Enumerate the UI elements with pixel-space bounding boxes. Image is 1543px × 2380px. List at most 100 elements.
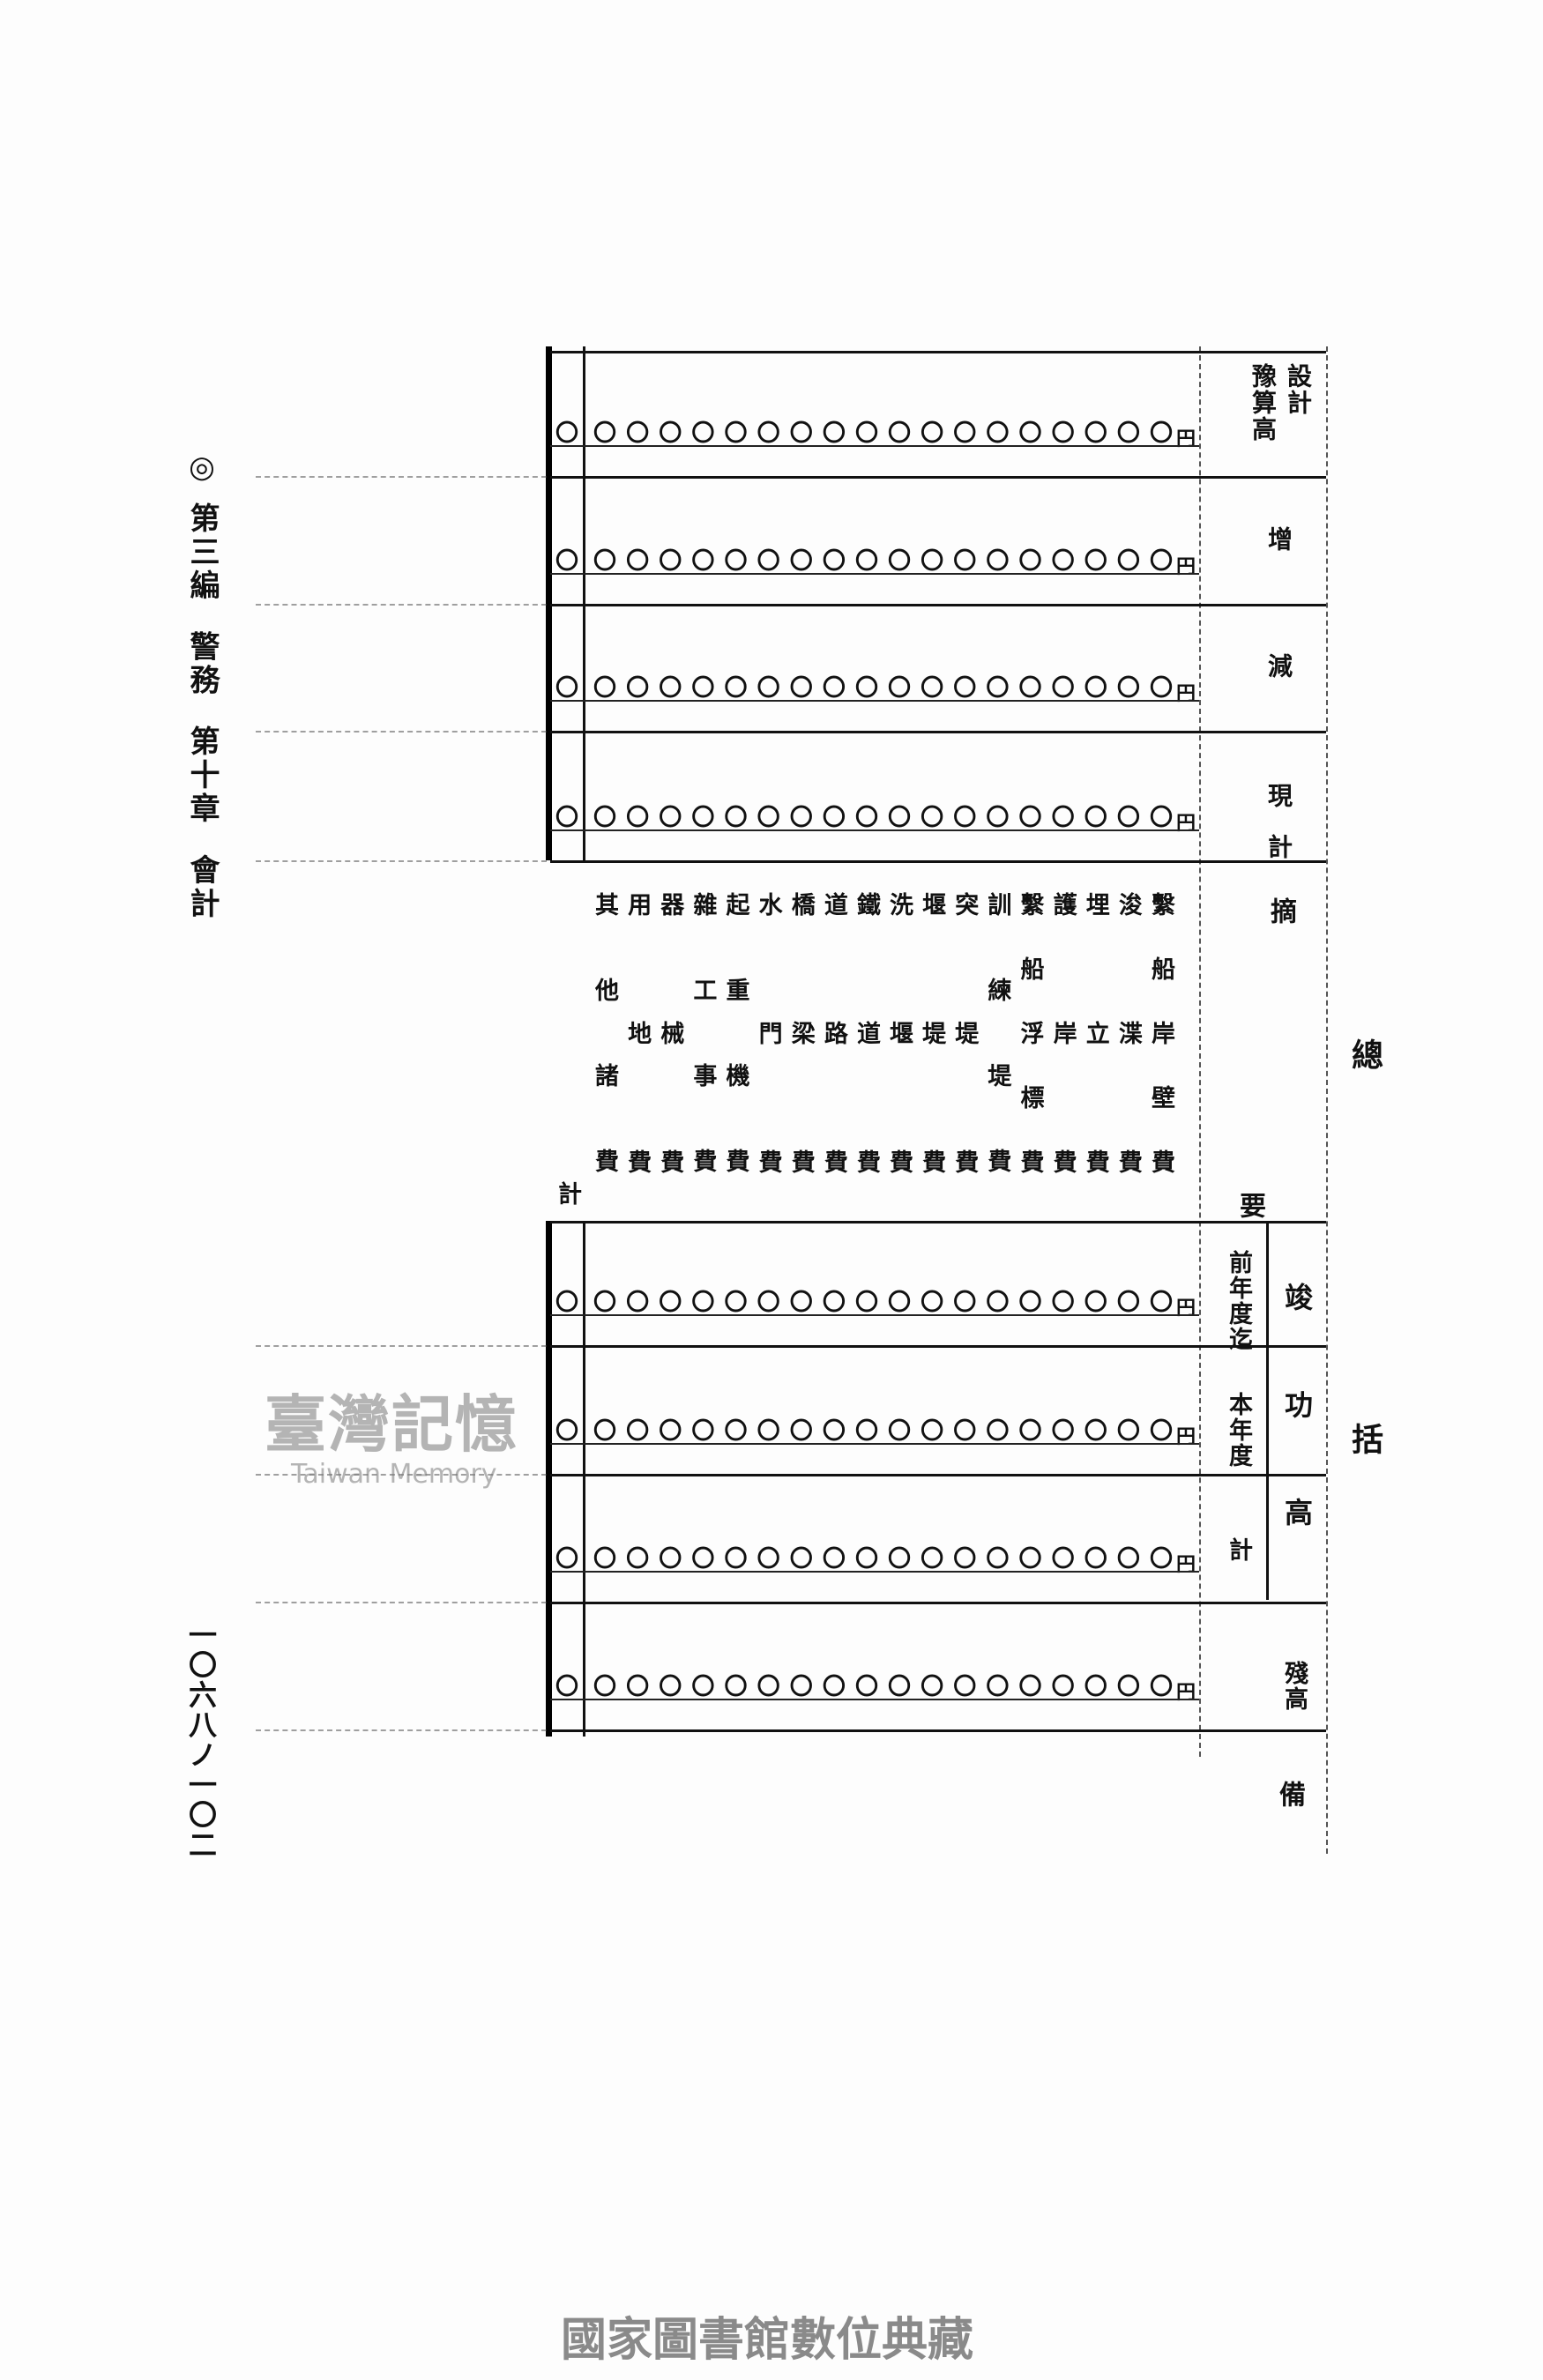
completed-row-2-value-16: 〇: [659, 1418, 682, 1445]
completed-row-2-value-12: 〇: [789, 1418, 813, 1445]
item-label-18: 其他諸費: [591, 892, 618, 1234]
item-label-10: 鐵道費: [852, 892, 880, 1278]
plan-row-3-value-8: 〇: [921, 675, 944, 702]
item-label-1: 繫船岸壁費: [1147, 892, 1174, 1214]
item-label-2: 浚渫費: [1114, 892, 1142, 1278]
completed-row-3-value-17: 〇: [626, 1546, 650, 1573]
completed-row-2-value-15: 〇: [691, 1418, 715, 1445]
plan-row-1-value-14: 〇: [724, 420, 748, 447]
item-label-8: 堰堤費: [918, 892, 946, 1278]
completed-row-3-value-12: 〇: [789, 1546, 813, 1573]
completed-row-2-value-11: 〇: [822, 1418, 846, 1445]
completed-row-3-value-18: 〇: [593, 1546, 617, 1573]
source-credit: 國家圖書館數位典藏: [561, 2314, 974, 2367]
completed-row-2-value-4: 〇: [1051, 1418, 1075, 1445]
item-label-14: 起重機費: [721, 892, 749, 1234]
plan-row-2-value-7: 〇: [953, 548, 977, 575]
completed-row-4-value-13: 〇: [757, 1674, 780, 1700]
completed-row-3-total: 〇: [555, 1546, 579, 1573]
item-label-13: 水門費: [754, 892, 782, 1278]
plan-row-4-underline: [550, 829, 1199, 831]
completed-row-1-value-9: 〇: [888, 1290, 912, 1316]
completed-group-label: 竣功高: [1280, 1283, 1314, 1605]
completed-row-2-value-18: 〇: [593, 1418, 617, 1445]
plan-row-2-total: 〇: [555, 548, 579, 575]
items-total-label: 計: [554, 1181, 581, 1205]
plan-row-1-value-13: 〇: [757, 420, 780, 447]
plan-row-3-value-14: 〇: [724, 675, 748, 702]
plan-row-1-value-6: 〇: [986, 420, 1010, 447]
plan-row-3-unit: 円: [1176, 682, 1196, 705]
plan-row-4-value-18: 〇: [593, 805, 617, 831]
plan-row-1-bleed-line: [256, 476, 547, 478]
plan-row-4-value-3: 〇: [1084, 805, 1107, 831]
completed-row-4-value-10: 〇: [854, 1674, 878, 1700]
completed-row-4-value-8: 〇: [921, 1674, 944, 1700]
plan-row-2-value-10: 〇: [854, 548, 878, 575]
plan-row-4-label-line-1: 現計: [1264, 783, 1293, 885]
completed-row-3-value-9: 〇: [888, 1546, 912, 1573]
item-label-4: 護岸費: [1048, 892, 1077, 1278]
completed-row-1-value-11: 〇: [822, 1290, 846, 1316]
total-column-rule-thick: [546, 346, 552, 860]
completed-row-1-underline: [550, 1314, 1199, 1316]
plan-row-4-value-12: 〇: [789, 805, 813, 831]
completed-row-2-value-6: 〇: [986, 1418, 1010, 1445]
plan-row-4-value-16: 〇: [659, 805, 682, 831]
plan-row-4-value-15: 〇: [691, 805, 715, 831]
completed-row-2-bleed-line: [256, 1474, 547, 1476]
completed-row-4-value-14: 〇: [724, 1674, 748, 1700]
title-first-char: 總: [1346, 1038, 1383, 1070]
completed-row-4-unit: 円: [1176, 1681, 1196, 1704]
plan-row-3-separator: [550, 731, 1326, 733]
plan-row-3-label-line-1: 減: [1264, 653, 1293, 680]
completed-row-4-underline: [550, 1699, 1199, 1700]
completed-row-3-unit: 円: [1176, 1553, 1196, 1576]
item-label-17: 用地費: [623, 892, 652, 1278]
completed-row-1-unit: 円: [1176, 1297, 1196, 1320]
footer-section: 警務: [184, 630, 220, 698]
plan-row-4-value-7: 〇: [953, 805, 977, 831]
plan-row-3-value-1: 〇: [1150, 675, 1174, 702]
completed-row-2-value-17: 〇: [626, 1418, 650, 1445]
completed-row-4-value-1: 〇: [1150, 1674, 1174, 1700]
item-label-7: 突堤費: [950, 892, 979, 1278]
plan-row-2-value-13: 〇: [757, 548, 780, 575]
total-column-rule: [583, 346, 585, 860]
plan-row-3-value-18: 〇: [593, 675, 617, 702]
completed-row-4-bleed-line: [256, 1729, 547, 1731]
plan-row-2-value-15: 〇: [691, 548, 715, 575]
completed-row-1-value-7: 〇: [953, 1290, 977, 1316]
footer-topic: 會計: [184, 853, 220, 921]
completed-row-3-value-13: 〇: [757, 1546, 780, 1573]
completed-row-1-value-12: 〇: [789, 1290, 813, 1316]
plan-row-4-value-8: 〇: [921, 805, 944, 831]
plan-row-3-value-12: 〇: [789, 675, 813, 702]
completed-row-3-value-3: 〇: [1084, 1546, 1107, 1573]
group-top-rule: [1199, 1221, 1326, 1223]
plan-row-2-value-9: 〇: [888, 548, 912, 575]
completed-row-1-value-6: 〇: [986, 1290, 1010, 1316]
item-label-9: 洗堰費: [885, 892, 913, 1278]
completed-row-2-value-9: 〇: [888, 1418, 912, 1445]
completed-row-1-total: 〇: [555, 1290, 579, 1316]
plan-row-3-value-6: 〇: [986, 675, 1010, 702]
completed-row-2-value-3: 〇: [1084, 1418, 1107, 1445]
plan-row-2-value-2: 〇: [1116, 548, 1140, 575]
plan-row-2-value-8: 〇: [921, 548, 944, 575]
plan-row-4-total: 〇: [555, 805, 579, 831]
item-label-6: 訓練堤費: [983, 892, 1011, 1234]
plan-row-3-value-3: 〇: [1084, 675, 1107, 702]
completed-row-4-value-2: 〇: [1116, 1674, 1140, 1700]
completed-row-2-value-1: 〇: [1150, 1418, 1174, 1445]
completed-row-4-value-17: 〇: [626, 1674, 650, 1700]
item-label-15: 雜工事費: [689, 892, 717, 1234]
completed-row-4-value-4: 〇: [1051, 1674, 1075, 1700]
plan-row-4-value-9: 〇: [888, 805, 912, 831]
plan-row-1-underline: [550, 445, 1199, 447]
plan-row-1-value-3: 〇: [1084, 420, 1107, 447]
outer-right-rule: [1326, 346, 1328, 1854]
completed-row-1-value-2: 〇: [1116, 1290, 1140, 1316]
completed-row-3-value-11: 〇: [822, 1546, 846, 1573]
